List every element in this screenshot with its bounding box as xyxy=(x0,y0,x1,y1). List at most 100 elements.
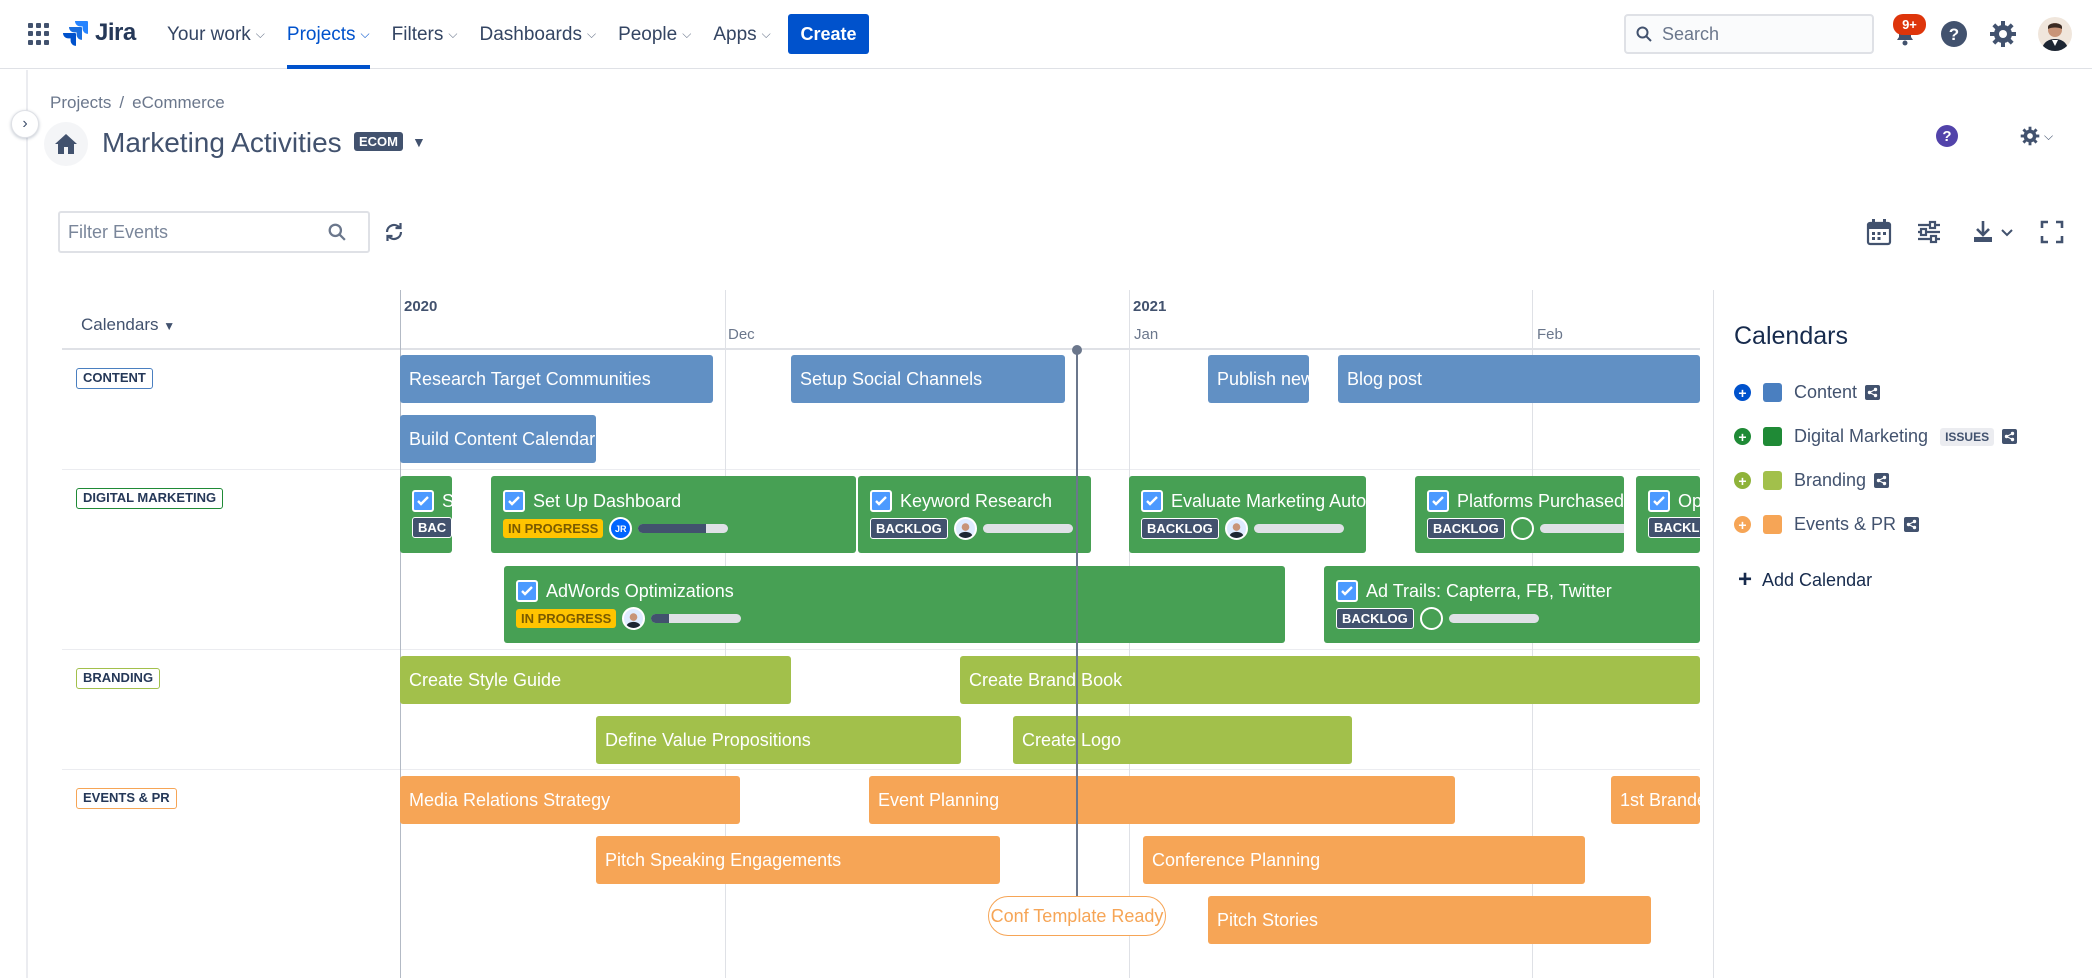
issue-title: Platforms Purchased xyxy=(1457,490,1624,511)
user-avatar[interactable] xyxy=(2038,17,2072,51)
search-input[interactable] xyxy=(1662,23,1862,45)
breadcrumb-separator: / xyxy=(119,93,125,112)
progress-bar xyxy=(1253,524,1344,533)
event-bar[interactable]: Build Content Calendar xyxy=(400,415,596,463)
event-bar[interactable]: Event Planning xyxy=(869,776,1455,824)
assignee-avatar xyxy=(953,517,977,540)
expand-sidebar-button[interactable]: › xyxy=(11,110,39,138)
event-bar[interactable]: Research Target Communities xyxy=(400,355,713,403)
nav-your-work[interactable]: Your work⌵ xyxy=(156,0,276,69)
event-bar[interactable]: Create Brand Book xyxy=(960,656,1700,704)
help-icon[interactable]: ? xyxy=(1935,124,1959,148)
sliders-icon[interactable] xyxy=(1916,218,1942,246)
filter-events-input[interactable] xyxy=(68,221,328,243)
calendars-dropdown[interactable]: Calendars ▼ xyxy=(81,315,175,335)
calendar-item-branding[interactable]: + Branding xyxy=(1734,470,1890,491)
calendars-label: Calendars xyxy=(81,315,159,334)
plus-icon: + xyxy=(1738,566,1753,593)
checkbox-icon xyxy=(870,490,892,512)
issue-card[interactable]: Keyword Research BACKLOG xyxy=(858,476,1091,553)
group-label-content: CONTENT xyxy=(76,368,153,389)
event-bar[interactable]: Conference Planning xyxy=(1143,836,1585,884)
milestone-pill[interactable]: Conf Template Ready xyxy=(988,896,1166,936)
sidebar-rail xyxy=(26,70,28,978)
chevron-down-icon: ⌵ xyxy=(2044,128,2054,143)
share-icon[interactable] xyxy=(1865,385,1881,400)
event-bar[interactable]: Create Style Guide xyxy=(400,656,791,704)
issue-card[interactable]: Evaluate Marketing Automatio BACKLOG xyxy=(1129,476,1366,553)
add-circle-icon[interactable]: + xyxy=(1734,516,1751,533)
unassigned-avatar xyxy=(1510,517,1534,540)
nav-apps[interactable]: Apps⌵ xyxy=(702,0,781,69)
event-bar[interactable]: Blog post xyxy=(1338,355,1700,403)
event-bar[interactable]: Pitch Speaking Engagements xyxy=(596,836,1000,884)
year-label: 2021 xyxy=(1133,298,1167,315)
settings-gear-icon[interactable] xyxy=(1989,20,2017,48)
add-calendar-button[interactable]: + Add Calendar xyxy=(1738,568,1872,592)
fullscreen-icon[interactable] xyxy=(2039,218,2065,246)
issue-card[interactable]: Platforms Purchased BACKLOG xyxy=(1415,476,1624,553)
jira-logo[interactable]: Jira xyxy=(63,19,136,47)
issue-card[interactable]: AdWords Optimizations IN PROGRESS xyxy=(504,566,1285,643)
event-bar[interactable]: 1st Brande xyxy=(1611,776,1700,824)
help-icon[interactable]: ? xyxy=(1940,20,1968,48)
progress-bar xyxy=(982,524,1073,533)
issue-card[interactable]: S BAC xyxy=(400,476,452,553)
issue-title: Keyword Research xyxy=(900,490,1053,511)
issue-title: Op xyxy=(1678,490,1700,511)
filter-events-box[interactable] xyxy=(58,211,370,253)
calendar-icon[interactable] xyxy=(1866,218,1892,246)
nav-dashboards[interactable]: Dashboards⌵ xyxy=(469,0,608,69)
group-label-digital-marketing: DIGITAL MARKETING xyxy=(76,488,224,509)
search-box[interactable] xyxy=(1624,14,1874,54)
event-bar[interactable]: Media Relations Strategy xyxy=(400,776,740,824)
chevron-down-icon[interactable]: ▼ xyxy=(412,134,426,150)
nav-projects[interactable]: Projects⌵ xyxy=(276,0,381,69)
event-bar[interactable]: Setup Social Channels xyxy=(791,355,1065,403)
checkbox-icon xyxy=(1141,490,1163,512)
share-icon[interactable] xyxy=(2002,429,2018,444)
issue-title: Evaluate Marketing Automatio xyxy=(1171,490,1366,511)
calendar-color-swatch xyxy=(1763,427,1782,446)
notification-badge: 9+ xyxy=(1893,14,1926,35)
breadcrumb-projects[interactable]: Projects xyxy=(50,93,112,112)
download-icon[interactable] xyxy=(1972,218,2016,246)
project-home-button[interactable] xyxy=(44,122,88,166)
calendar-settings-button[interactable]: ⌵ xyxy=(2020,124,2064,148)
status-badge: BAC xyxy=(412,517,452,538)
nav-filters[interactable]: Filters⌵ xyxy=(381,0,469,69)
add-circle-icon[interactable]: + xyxy=(1734,384,1751,401)
app-switcher-icon[interactable] xyxy=(28,23,50,45)
add-calendar-label: Add Calendar xyxy=(1762,569,1873,590)
calendar-item-events-pr[interactable]: + Events & PR xyxy=(1734,514,1920,535)
issue-card[interactable]: Ad Trails: Capterra, FB, Twitter BACKLOG xyxy=(1324,566,1700,643)
share-icon[interactable] xyxy=(1874,473,1890,488)
brand-name: Jira xyxy=(95,19,136,46)
progress-bar xyxy=(1539,524,1624,533)
event-bar[interactable]: Publish new xyxy=(1208,355,1309,403)
calendar-item-content[interactable]: + Content xyxy=(1734,382,1881,403)
add-circle-icon[interactable]: + xyxy=(1734,428,1751,445)
chevron-down-icon: ▼ xyxy=(163,319,176,333)
create-button[interactable]: Create xyxy=(788,14,869,54)
event-bar[interactable]: Pitch Stories xyxy=(1208,896,1651,944)
event-bar[interactable]: Define Value Propositions xyxy=(596,716,961,764)
status-badge: IN PROGRESS xyxy=(503,519,604,538)
issue-card[interactable]: Op BACKL xyxy=(1636,476,1700,553)
issue-title: AdWords Optimizations xyxy=(546,580,734,601)
event-bar[interactable]: Create Logo xyxy=(1013,716,1352,764)
calendar-item-digital-marketing[interactable]: + Digital Marketing ISSUES xyxy=(1734,426,2018,447)
checkbox-icon xyxy=(412,490,434,512)
calendar-color-swatch xyxy=(1763,383,1782,402)
project-key-badge: ECOM xyxy=(354,132,403,151)
share-icon[interactable] xyxy=(1904,517,1920,532)
progress-bar xyxy=(638,524,729,533)
add-circle-icon[interactable]: + xyxy=(1734,472,1751,489)
nav-people[interactable]: People⌵ xyxy=(607,0,702,69)
chevron-down-icon: ⌵ xyxy=(360,27,370,41)
refresh-icon[interactable] xyxy=(382,220,406,244)
header-divider xyxy=(62,348,1700,350)
breadcrumb-ecommerce[interactable]: eCommerce xyxy=(132,93,225,112)
